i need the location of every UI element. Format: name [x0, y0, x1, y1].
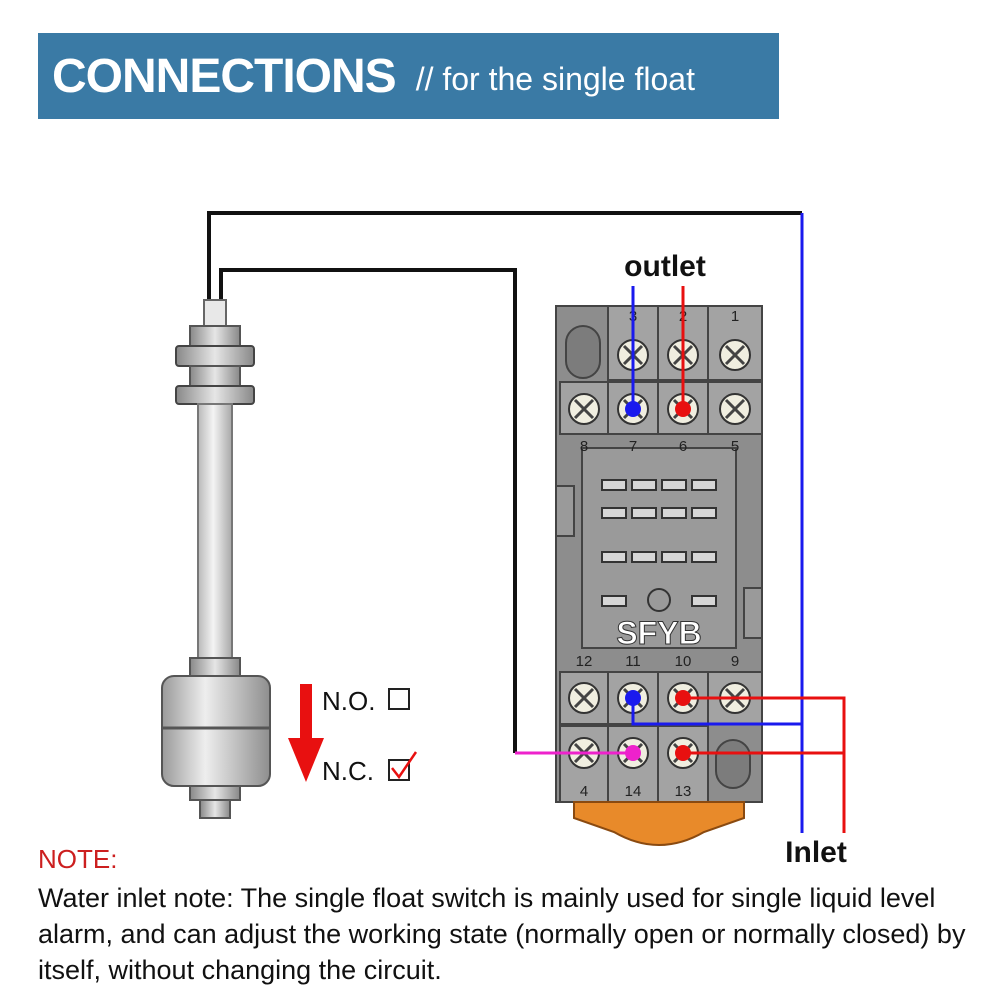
no-label: N.O.	[322, 686, 375, 716]
black-wires	[207, 211, 802, 753]
terminal-number-4: 4	[580, 783, 588, 800]
terminal-number-6: 6	[679, 438, 687, 455]
dot-red-13	[675, 745, 691, 761]
wire-black-top	[207, 211, 802, 310]
inlet-label: Inlet	[785, 836, 847, 869]
screws	[568, 339, 751, 769]
wire-blue-bridge	[631, 698, 802, 726]
terminal-number-5: 5	[731, 438, 739, 455]
header-banner: CONNECTIONS // for the single float	[38, 33, 779, 119]
dot-red-6	[675, 401, 691, 417]
header-title: CONNECTIONS	[52, 49, 397, 103]
terminal-number-12: 12	[576, 653, 593, 670]
retaining-clip	[573, 801, 745, 846]
colored-wires	[515, 213, 846, 833]
arrow-shaft	[300, 684, 312, 740]
dot-blue-7	[625, 401, 641, 417]
no-checkbox	[388, 688, 410, 710]
brand-label: SFYB	[616, 615, 701, 651]
nc-label: N.C.	[322, 756, 374, 786]
screw-1	[719, 339, 751, 371]
wire-dots	[625, 401, 691, 761]
dot-magenta-14	[625, 745, 641, 761]
note-body: Water inlet note: The single float switc…	[38, 883, 966, 985]
terminal-number-1: 1	[731, 308, 739, 325]
header-subtitle: // for the single float	[415, 60, 695, 97]
pin-slots	[601, 479, 717, 607]
terminal-number-11: 11	[625, 653, 641, 670]
terminal-number-10: 10	[675, 653, 692, 670]
dot-blue-11	[625, 690, 641, 706]
nc-check-mark	[391, 751, 418, 780]
terminal-number-13: 13	[675, 783, 692, 800]
float-switch	[161, 299, 271, 819]
relay-socket: SFYB	[555, 305, 763, 846]
state-indicator: N.O. N.C.	[288, 684, 418, 786]
arrow-head	[288, 738, 324, 782]
screw-12	[568, 682, 600, 714]
wire-black-inner	[219, 268, 517, 753]
terminal-number-9: 9	[731, 653, 739, 670]
nc-checkbox	[388, 759, 410, 781]
wire-red-10	[683, 696, 846, 833]
screw-8	[568, 393, 600, 425]
terminal-number-14: 14	[625, 783, 642, 800]
note-title: NOTE:	[38, 844, 118, 874]
outlet-label: outlet	[624, 250, 706, 283]
screw-5	[719, 393, 751, 425]
terminal-number-8: 8	[580, 438, 588, 455]
terminal-number-7: 7	[629, 438, 637, 455]
dot-red-10	[675, 690, 691, 706]
